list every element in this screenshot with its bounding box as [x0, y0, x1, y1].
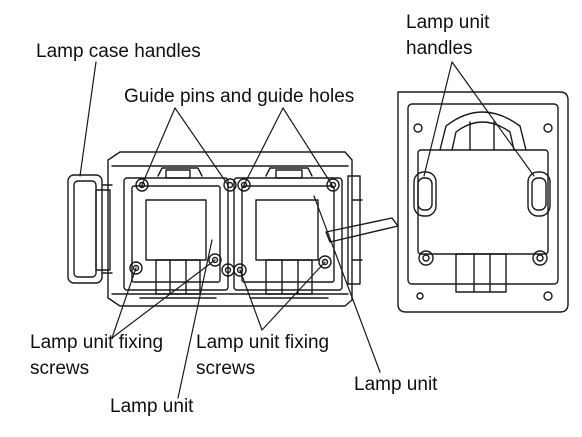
lamp-case-body	[95, 151, 363, 307]
fixing-screws	[129, 253, 332, 277]
guide-pins	[135, 178, 340, 192]
leader-lines	[79, 61, 535, 399]
label-fixing-screws-mid-1: Lamp unit fixing	[196, 332, 330, 353]
label-lamp-unit-handles-2: handles	[406, 38, 473, 59]
label-guide-pins: Guide pins and guide holes	[124, 86, 355, 107]
label-fixing-screws-left-2: screws	[30, 358, 90, 379]
label-lamp-case-handles: Lamp case handles	[36, 41, 201, 62]
lamp-unit-center	[233, 167, 343, 299]
lamp-unit-left	[123, 167, 229, 299]
label-lamp-unit-handles-1: Lamp unit	[406, 12, 490, 33]
label-lamp-unit-bottom: Lamp unit	[110, 396, 194, 417]
detail-view	[397, 91, 569, 313]
label-fixing-screws-left-1: Lamp unit fixing	[30, 332, 164, 353]
lamp-case-handle	[67, 174, 113, 284]
label-lamp-unit-right: Lamp unit	[354, 374, 438, 395]
magnify-connector	[325, 217, 399, 243]
label-fixing-screws-mid-2: screws	[196, 358, 256, 379]
